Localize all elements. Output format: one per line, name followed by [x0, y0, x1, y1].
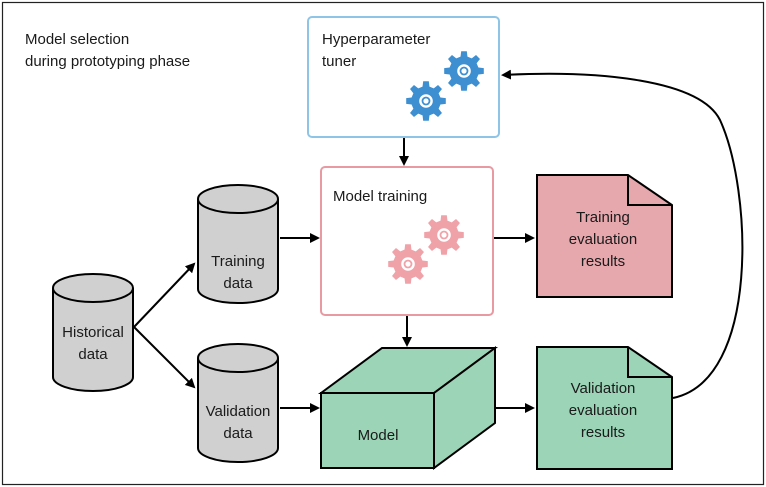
training-results-line-2: evaluation — [569, 231, 637, 248]
training-results-line-1: Training — [576, 209, 630, 226]
cube-side-face — [433, 346, 496, 470]
database-icon — [52, 273, 134, 392]
database-icon — [197, 343, 279, 463]
training-data-label-line-1: Training — [211, 253, 265, 270]
training-data-database: Training data — [197, 184, 279, 304]
tuner-label-line-2: tuner — [322, 53, 356, 70]
training-results-line-3: results — [581, 253, 625, 270]
model-training-label: Model training — [333, 188, 427, 205]
model-training-box: Model training — [320, 166, 494, 316]
document-icon — [536, 346, 673, 470]
historical-data-label-line-2: data — [78, 346, 108, 363]
gear-icon — [406, 81, 446, 121]
arrow-feedback-to-tuner — [501, 69, 744, 399]
validation-results-document: Validation evaluation results — [536, 346, 673, 470]
tuner-border — [307, 16, 500, 138]
training-results-document: Training evaluation results — [536, 174, 673, 298]
validation-results-line-2: evaluation — [569, 402, 637, 419]
document-icon — [536, 174, 673, 298]
training-data-label-line-2: data — [223, 275, 253, 292]
database-icon — [197, 184, 279, 304]
historical-data-database: Historical data — [52, 273, 134, 392]
historical-data-label-line-1: Historical — [62, 324, 124, 341]
connectors — [133, 69, 744, 413]
gear-icon — [388, 244, 428, 284]
validation-data-database: Validation data — [197, 343, 279, 463]
caption-line-1: Model selection — [25, 31, 129, 48]
tuner-label-line-1: Hyperparameter — [322, 31, 430, 48]
arrow-historical-to-training-data — [133, 262, 196, 328]
validation-results-line-1: Validation — [571, 380, 636, 397]
hyperparameter-tuner-box: Hyperparameter tuner — [307, 16, 500, 138]
cube-icon — [317, 346, 499, 470]
validation-data-label-line-2: data — [223, 425, 253, 442]
arrow-historical-to-validation-data — [133, 326, 196, 389]
model-label: Model — [358, 427, 399, 444]
model-cube: Model — [317, 346, 499, 470]
validation-results-line-3: results — [581, 424, 625, 441]
model-training-border — [320, 166, 494, 316]
caption-line-2: during prototyping phase — [25, 53, 190, 70]
gear-icon — [424, 215, 464, 255]
validation-data-label-line-1: Validation — [206, 403, 271, 420]
gear-icon — [444, 51, 484, 91]
